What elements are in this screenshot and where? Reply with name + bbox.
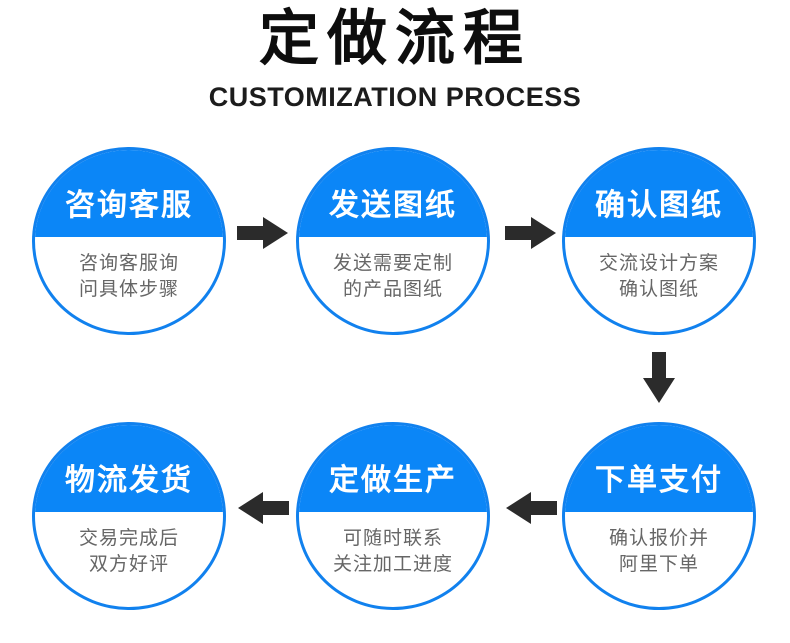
- step-circle-custom-production: 定做生产 可随时联系 关注加工进度: [296, 422, 490, 610]
- step-title: 物流发货: [65, 464, 193, 497]
- page-title: 定做流程: [259, 5, 531, 72]
- step-circle-place-order-pay: 下单支付 确认报价并 阿里下单: [562, 422, 756, 610]
- page-subtitle: CUSTOMIZATION PROCESS: [208, 82, 582, 112]
- step-description: 发送需要定制 的产品图纸: [332, 253, 453, 301]
- step-title-band: 发送图纸: [299, 150, 487, 237]
- step-circle-send-drawings: 发送图纸 发送需要定制 的产品图纸: [296, 147, 490, 335]
- step-description: 确认报价并 阿里下单: [608, 528, 709, 576]
- arrow-right-icon: [237, 216, 289, 250]
- step-title: 发送图纸: [329, 189, 457, 222]
- step-circle-confirm-drawings: 确认图纸 交流设计方案 确认图纸: [562, 147, 756, 335]
- step-title-band: 咨询客服: [35, 150, 223, 237]
- step-description: 咨询客服询 问具体步骤: [78, 253, 179, 301]
- step-description: 交易完成后 双方好评: [78, 528, 179, 576]
- step-description: 交流设计方案 确认图纸: [598, 253, 719, 301]
- step-title: 确认图纸: [595, 189, 723, 222]
- arrow-right-icon: [505, 216, 557, 250]
- step-title-band: 下单支付: [565, 425, 753, 512]
- step-circle-consult-service: 咨询客服 咨询客服询 问具体步骤: [32, 147, 226, 335]
- step-description: 可随时联系 关注加工进度: [332, 528, 453, 576]
- step-title-band: 确认图纸: [565, 150, 753, 237]
- step-title-band: 物流发货: [35, 425, 223, 512]
- step-title: 咨询客服: [65, 189, 193, 222]
- arrow-left-icon: [237, 491, 289, 525]
- arrow-left-icon: [505, 491, 557, 525]
- step-title: 定做生产: [329, 464, 457, 497]
- step-title: 下单支付: [595, 464, 723, 497]
- step-title-band: 定做生产: [299, 425, 487, 512]
- arrow-down-icon: [642, 352, 676, 404]
- step-circle-logistics-shipping: 物流发货 交易完成后 双方好评: [32, 422, 226, 610]
